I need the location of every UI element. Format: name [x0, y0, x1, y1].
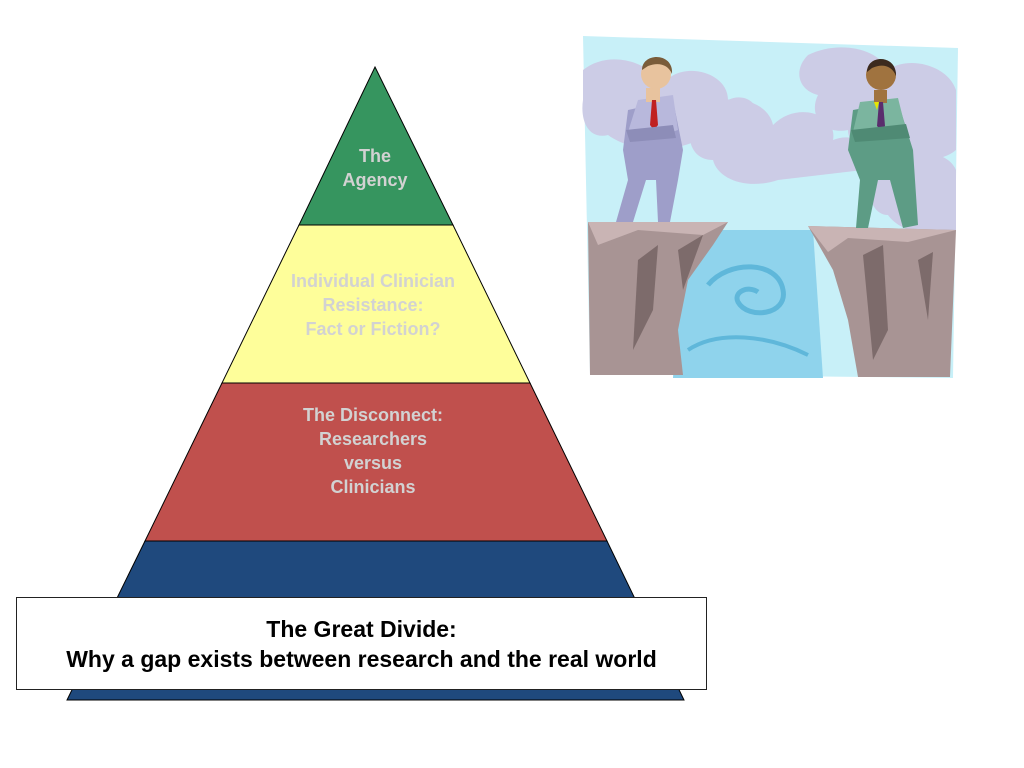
- pyramid-label-agency: The Agency: [275, 144, 475, 192]
- two-businessmen-on-cliffs-icon: [582, 36, 958, 378]
- title-box: The Great Divide: Why a gap exists betwe…: [16, 597, 707, 690]
- label-line: The Disconnect:: [302, 405, 444, 425]
- label-line: Individual Clinician: [290, 271, 456, 291]
- title-line-1: The Great Divide:: [266, 615, 457, 642]
- label-line: versus: [343, 453, 403, 473]
- label-line: Resistance:: [322, 295, 424, 315]
- pyramid-label-disconnect: The Disconnect: Researchers versus Clini…: [253, 403, 493, 499]
- label-line: Researchers: [318, 429, 428, 449]
- label-line: Fact or Fiction?: [305, 319, 441, 339]
- title-line-2: Why a gap exists between research and th…: [66, 645, 657, 672]
- label-line: Clinicians: [330, 477, 416, 497]
- pyramid-label-resistance: Individual Clinician Resistance: Fact or…: [253, 269, 493, 341]
- label-line: The: [358, 146, 391, 166]
- label-line: Agency: [342, 170, 408, 190]
